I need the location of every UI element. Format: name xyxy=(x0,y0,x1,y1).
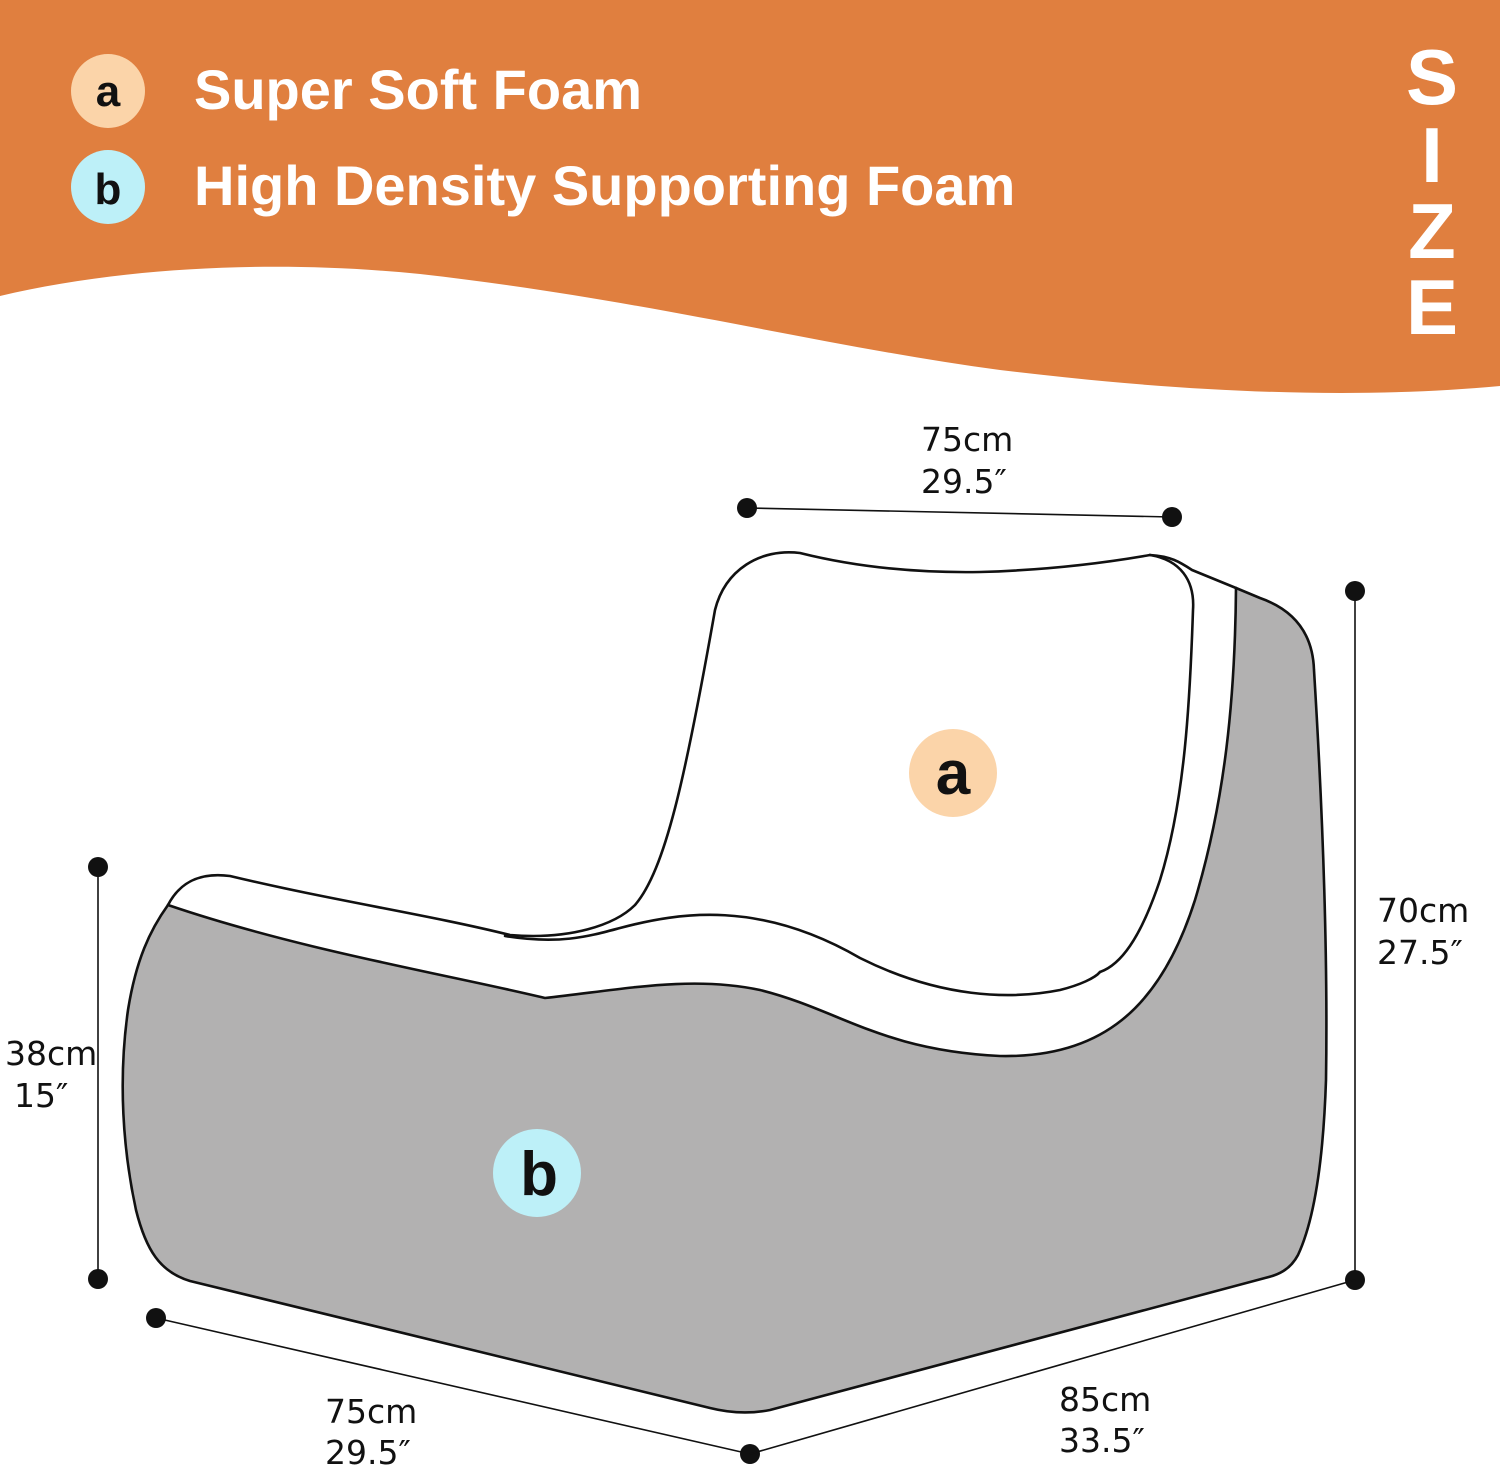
legend-badge-a-label: a xyxy=(96,67,121,116)
dimension-seat-height-inch: 15″ xyxy=(14,1076,68,1115)
dimension-end-dot xyxy=(88,857,108,877)
legend-badge-b-label: b xyxy=(95,165,122,214)
foam-base-b xyxy=(122,588,1327,1413)
dimension-seat-height-cm: 38cm xyxy=(5,1034,97,1073)
size-letter-z: Z xyxy=(1408,187,1456,275)
dimension-depth-inch: 33.5″ xyxy=(1059,1421,1145,1460)
badge-part-a: a xyxy=(909,729,997,817)
legend-item-a: a Super Soft Foam xyxy=(71,54,642,128)
dimension-top-width-cm: 75cm xyxy=(921,420,1013,459)
dimension-total-height: 70cm 27.5″ xyxy=(1345,581,1469,1290)
badge-b-circle xyxy=(493,1129,581,1217)
dimension-line-depth xyxy=(749,1279,1356,1455)
badge-part-b: b xyxy=(493,1129,581,1217)
dimension-end-dot xyxy=(88,1269,108,1289)
legend-item-b: b High Density Supporting Foam xyxy=(71,150,1015,224)
dimension-top-width-inch: 29.5″ xyxy=(921,462,1007,501)
dimension-end-dot xyxy=(1345,581,1365,601)
legend-badge-b xyxy=(71,150,145,224)
header-banner xyxy=(0,0,1500,393)
chair-outline xyxy=(121,551,1328,1414)
dimension-end-dot xyxy=(146,1308,166,1328)
dimension-seat-height: 38cm 15″ xyxy=(5,857,108,1289)
size-heading: S I Z E xyxy=(1406,33,1458,351)
dimension-end-dot xyxy=(737,498,757,518)
badge-b-label: b xyxy=(520,1140,558,1209)
size-letter-i: I xyxy=(1421,111,1443,199)
size-letter-s: S xyxy=(1406,33,1458,121)
dimension-line-front-width xyxy=(155,1317,751,1455)
foam-top-a xyxy=(168,552,1236,1057)
badge-a-label: a xyxy=(936,739,971,808)
dimension-front-width: 75cm 29.5″ xyxy=(146,1308,760,1468)
size-letter-e: E xyxy=(1406,263,1458,351)
dimension-line-top-width xyxy=(746,507,1173,518)
legend-badge-a xyxy=(71,54,145,128)
dimension-front-width-cm: 75cm xyxy=(325,1392,417,1431)
dimension-total-height-inch: 27.5″ xyxy=(1377,933,1463,972)
dimension-top-width: 75cm 29.5″ xyxy=(737,420,1182,527)
dimension-end-dot xyxy=(1162,507,1182,527)
badge-a-circle xyxy=(909,729,997,817)
dimension-depth-cm: 85cm xyxy=(1059,1380,1151,1419)
legend-label-high-density-foam: High Density Supporting Foam xyxy=(194,154,1015,217)
dimension-depth: 85cm 33.5″ xyxy=(749,1279,1356,1460)
legend-label-super-soft-foam: Super Soft Foam xyxy=(194,58,642,121)
dimension-front-width-inch: 29.5″ xyxy=(325,1433,411,1468)
dimension-total-height-cm: 70cm xyxy=(1377,891,1469,930)
